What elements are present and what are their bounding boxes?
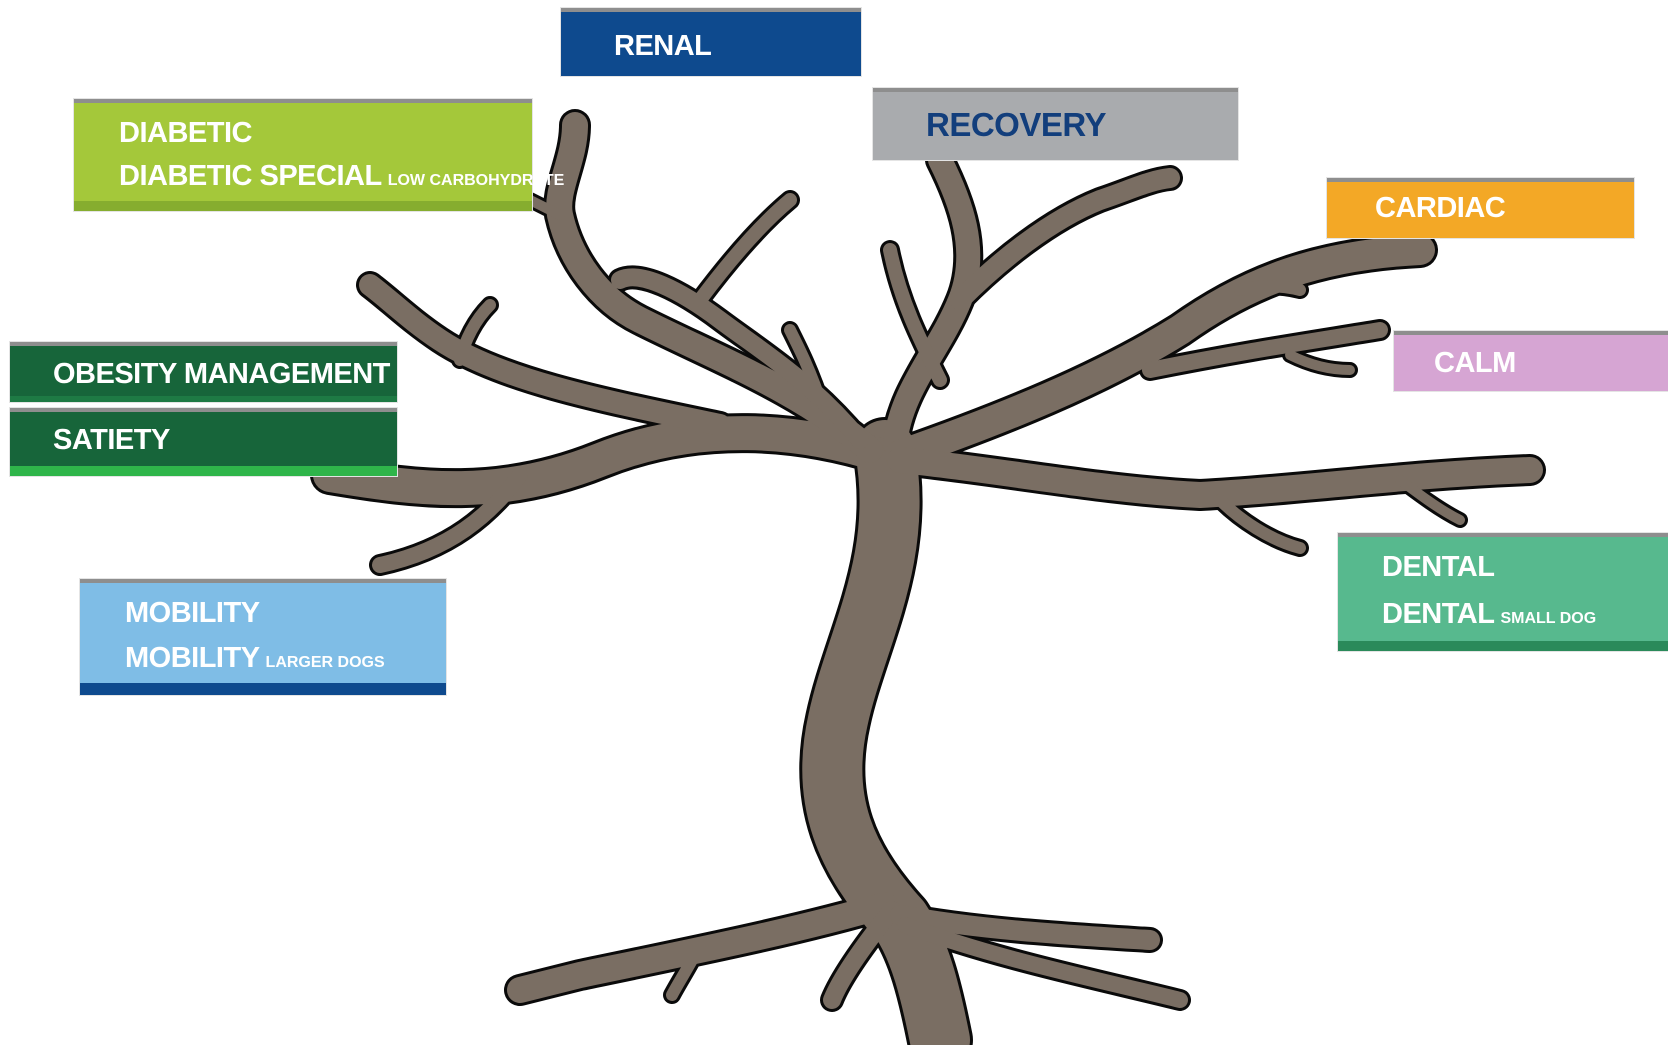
branch-recov-a <box>883 243 947 387</box>
recovery-label: RECOVERY <box>873 88 1238 160</box>
obesity-management-text: OBESITY MANAGEMENT <box>53 358 390 390</box>
mobility-text: MOBILITY <box>125 597 260 629</box>
mobility-stripe <box>80 683 446 695</box>
small-dog-text: SMALL DOG <box>1500 610 1597 627</box>
branch-card-spur <box>1234 280 1306 296</box>
branch-dent-end <box>1395 475 1465 525</box>
root-right-low <box>897 917 1188 1008</box>
renal-label: RENAL <box>561 8 861 76</box>
mobility-label: MOBILITY MOBILITY LARGER DOGS <box>80 579 446 695</box>
branch-diabetic <box>546 112 883 463</box>
branch-dental <box>887 447 1543 508</box>
mobility-larger-line: MOBILITY LARGER DOGS <box>80 628 446 673</box>
dental-small-text: DENTAL <box>1382 598 1495 630</box>
recovery-text: RECOVERY <box>926 106 1106 143</box>
branch-left-low <box>372 467 528 573</box>
dental-stripe <box>1338 641 1668 651</box>
branch-cardiac <box>885 235 1435 470</box>
satiety-text: SATIETY <box>53 424 170 456</box>
cardiac-label: CARDIAC <box>1327 178 1634 238</box>
satiety-stripe <box>10 466 397 476</box>
branch-calm-spur <box>1285 350 1355 375</box>
dental-small-line: DENTAL SMALL DOG <box>1338 582 1668 629</box>
dental-text: DENTAL <box>1382 551 1495 583</box>
root-left <box>507 892 898 1003</box>
branch-dia-spur <box>525 195 565 220</box>
diabetic-stripe <box>74 201 532 211</box>
dental-label: DENTAL DENTAL SMALL DOG <box>1338 533 1668 651</box>
obesity-stripe <box>10 396 397 402</box>
branch-mid-up <box>693 193 797 307</box>
cardiac-text: CARDIAC <box>1375 192 1506 224</box>
branch-calm <box>1142 322 1388 378</box>
diabetic-special-text: DIABETIC SPECIAL <box>119 160 382 192</box>
branch-obes-spur <box>454 299 496 366</box>
larger-dogs-text: LARGER DOGS <box>265 654 385 671</box>
diabetic-label: DIABETIC DIABETIC SPECIAL LOW CARBOHYDRAT… <box>74 99 564 211</box>
root-mid <box>823 901 901 1009</box>
trunk <box>802 420 970 1045</box>
mobility-larger-text: MOBILITY <box>125 642 260 674</box>
branch-dent-spur <box>1214 494 1306 554</box>
root-left-spur <box>666 939 706 1001</box>
calm-text: CALM <box>1434 347 1516 379</box>
diabetic-text: DIABETIC <box>119 117 252 149</box>
branch-left <box>313 416 897 506</box>
root-right <box>890 905 1160 950</box>
satiety-label: SATIETY <box>10 408 397 476</box>
low-carbohydrate-text: LOW CARBOHYDRATE <box>387 172 565 189</box>
branch-obesity <box>359 274 731 436</box>
branch-recovery <box>950 168 1180 310</box>
diabetic-special-line: DIABETIC SPECIAL LOW CARBOHYDRATE <box>74 148 564 192</box>
renal-text: RENAL <box>614 30 712 62</box>
branch-spur-a <box>784 324 826 406</box>
calm-label: CALM <box>1394 331 1668 391</box>
obesity-management-label: OBESITY MANAGEMENT <box>10 342 397 402</box>
